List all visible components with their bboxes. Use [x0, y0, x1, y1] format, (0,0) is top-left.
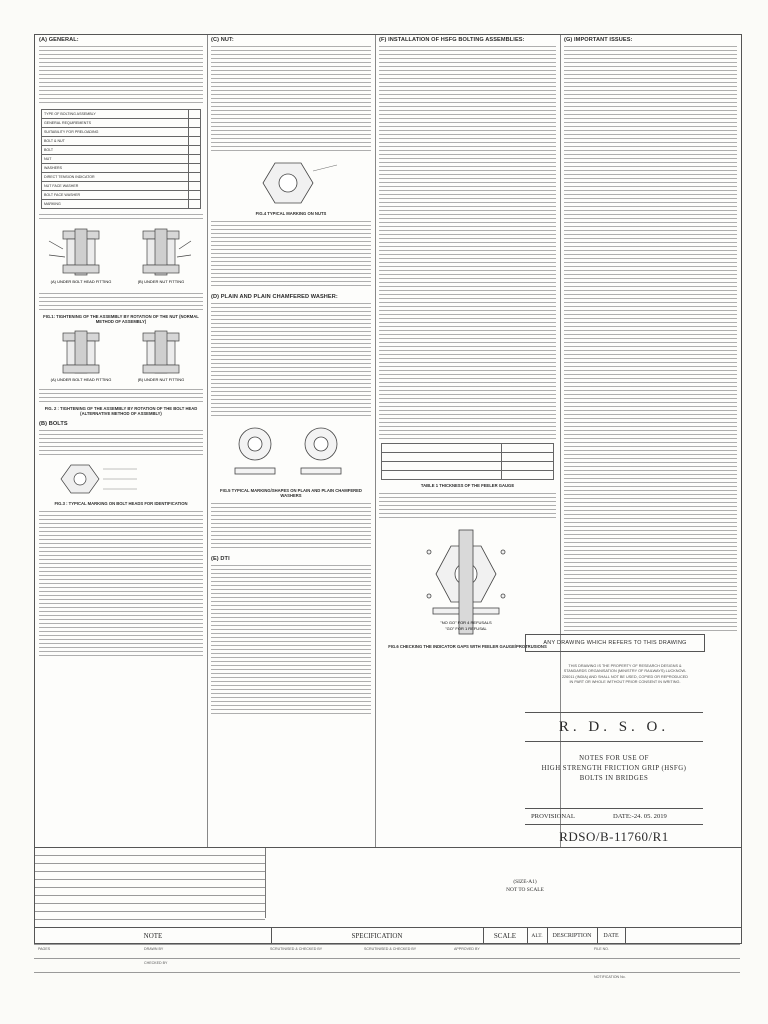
important-issues-text	[564, 44, 737, 634]
feeler-no-go-label: "NO GO" FOR 4 REFUSALS	[440, 620, 492, 625]
section-heading-bolts: (B) BOLTS	[39, 421, 68, 427]
fig6-dti-gaps: "NO GO" FOR 4 REFUSALS "GO" FOR 1 REFUSA…	[381, 524, 554, 642]
fig6-caption: FIG.6 CHECKING THE INDICATOR GAPS WITH F…	[388, 644, 547, 649]
status-row: PROVISIONAL DATE:-24. 05. 2019	[525, 808, 703, 825]
washer-shapes-drawing	[234, 427, 342, 475]
scale-label: SCALE	[483, 928, 528, 944]
bolts-notes-text	[39, 428, 203, 456]
scale-note: NOT TO SCALE	[506, 887, 544, 893]
dti-gap-drawing: "NO GO" FOR 4 REFUSALS "GO" FOR 1 REFUSA…	[426, 529, 506, 635]
reference-warning: ANY DRAWING WHICH REFERS TO THIS DRAWING	[525, 634, 705, 652]
section-heading-washer: (D) PLAIN AND PLAIN CHAMFERED WASHER:	[211, 294, 338, 300]
fig-label-under-bolt-head: (A) UNDER BOLT HEAD FITTING	[51, 377, 112, 382]
size-note: (SIZE-A1) NOT TO SCALE	[495, 878, 555, 894]
table-cell: BOLT FACE WASHER	[41, 190, 189, 200]
washer-notes-continued	[211, 501, 371, 551]
fig2-key-text	[39, 387, 203, 403]
description-label: DESCRIPTION	[547, 928, 598, 944]
checked-by-label: CHECKED BY	[144, 961, 168, 965]
bolt-head-marking-drawing	[60, 464, 137, 494]
scrutinised-label: SCRUTINISED & CHECKED BY	[270, 947, 323, 951]
section-heading-general: (A) GENERAL:	[39, 37, 79, 43]
section-heading-dti: (E) DTI	[211, 556, 230, 562]
nut-notes-text	[211, 44, 371, 154]
fig4-caption: FIG.4 TYPICAL MARKING ON NUTS	[255, 211, 327, 216]
installation-notes-text	[379, 44, 556, 440]
table-cell: DIRECT TENSION INDICATOR	[41, 172, 189, 182]
fig2-bolt-assemblies: (A) UNDER BOLT HEAD FITTING (B) UNDER NU…	[41, 327, 201, 385]
note-label: NOTE	[35, 928, 272, 944]
fig1-key-text	[39, 291, 203, 311]
table-cell: NUT	[41, 154, 189, 164]
drawing-title: NOTES FOR USE OF HIGH STRENGTH FRICTION …	[525, 754, 703, 784]
fig1-bolt-assemblies: (A) UNDER BOLT HEAD FITTING (B) UNDER NU…	[41, 225, 201, 289]
table-footnote-text	[39, 212, 203, 222]
pages-label: PAGES	[38, 947, 51, 951]
date-label: DATE	[597, 928, 626, 944]
fig-label-under-bolt-head: (A) UNDER BOLT HEAD FITTING	[51, 279, 112, 284]
bolt-assembly-drawing-alt: (A) UNDER BOLT HEAD FITTING (B) UNDER NU…	[51, 330, 185, 382]
alt-label: ALT.	[527, 928, 548, 944]
column-nut-washer-dti: (C) NUT: FIG.4 TYPICAL MARKING ON NUTS (…	[207, 35, 376, 847]
section-heading-important-issues: (G) IMPORTANT ISSUES:	[564, 37, 633, 43]
table-cell: NUT FACE WASHER	[41, 181, 189, 191]
revision-and-labels-strip: (SIZE-A1) NOT TO SCALE NOTE SPECIFICATIO…	[35, 847, 741, 944]
fig3-caption: FIG.3 : TYPICAL MARKING ON BOLT HEADS FO…	[54, 501, 188, 506]
property-note: THIS DRAWING IS THE PROPERTY OF RESEARCH…	[561, 664, 689, 685]
drawn-by-label: DRAWN BY	[144, 947, 164, 951]
bolt-assembly-drawing: (A) UNDER BOLT HEAD FITTING (B) UNDER NU…	[48, 228, 192, 284]
bolts-notes-continued	[39, 509, 203, 659]
fig4-nut-marking	[213, 157, 369, 209]
drawing-sheet: (A) GENERAL: TYPE OF BOLTING ASSEMBLY GE…	[34, 34, 742, 944]
fig3-bolt-head-marking	[41, 459, 201, 499]
feeler-go-label: "GO" FOR 1 REFUSAL	[445, 626, 487, 631]
scrutinised-label-2: SCRUTINISED & CHECKED BY	[364, 947, 417, 951]
notification-label: NOTIFICATION No.	[594, 975, 626, 979]
nut-notes-continued	[211, 219, 371, 289]
table-cell: BOLT & NUT	[41, 136, 189, 146]
table-cell: BOLT	[41, 145, 189, 155]
bottom-label-row: NOTE SPECIFICATION SCALE ALT. DESCRIPTIO…	[35, 927, 741, 944]
washer-notes-text	[211, 301, 371, 419]
section-heading-installation: (F) INSTALLATION OF HSFG BOLTING ASSEMBL…	[379, 37, 525, 43]
date-value: DATE:-24. 05. 2019	[613, 813, 667, 820]
column-general-bolts: (A) GENERAL: TYPE OF BOLTING ASSEMBLY GE…	[35, 35, 208, 847]
fig5-washer-shapes	[213, 422, 369, 486]
signature-strip: PAGES DRAWN BY CHECKED BY SCRUTINISED & …	[34, 944, 740, 986]
feeler-gauge-table	[380, 443, 554, 480]
table-cell: GENERAL REQUIREMENTS	[41, 118, 189, 128]
size-label: (SIZE-A1)	[513, 879, 537, 885]
bolting-assembly-table: TYPE OF BOLTING ASSEMBLY GENERAL REQUIRE…	[41, 109, 202, 209]
revision-table	[35, 848, 266, 928]
section-heading-nut: (C) NUT:	[211, 37, 234, 43]
specification-label: SPECIFICATION	[271, 928, 484, 944]
title-line: HIGH STRENGTH FRICTION GRIP (HSFG)	[541, 765, 687, 772]
feeler-gauge-notes	[379, 491, 556, 521]
title-line: BOLTS IN BRIDGES	[579, 775, 649, 782]
title-line: NOTES FOR USE OF	[579, 755, 649, 762]
nut-marking-drawing	[262, 162, 338, 204]
organisation-name: R. D. S. O.	[525, 712, 703, 742]
dti-notes-text	[211, 563, 371, 715]
file-no-label: FILE NO.	[594, 947, 609, 951]
table-cell: SUITABILITY FOR PRELOADING	[41, 127, 189, 137]
fig-label-under-nut: (B) UNDER NUT FITTING	[138, 377, 185, 382]
column-important-issues: (G) IMPORTANT ISSUES:	[560, 35, 741, 847]
approved-by-label: APPROVED BY	[454, 947, 480, 951]
fig1-caption: FIG.1: TIGHTENING OF THE ASSEMBLY BY ROT…	[43, 314, 199, 324]
column-installation: (F) INSTALLATION OF HSFG BOLTING ASSEMBL…	[375, 35, 561, 847]
drawing-number: RDSO/B-11760/R1	[525, 824, 703, 849]
fig2-caption: FIG. 2 : TIGHTENING OF THE ASSEMBLY BY R…	[44, 406, 198, 416]
fig5-caption: FIG.5 TYPICAL MARKING/SHAPES ON PLAIN AN…	[220, 488, 362, 498]
table-cell: TYPE OF BOLTING ASSEMBLY	[41, 109, 189, 119]
table-cell: WASHERS	[41, 163, 189, 173]
fig-label-under-nut: (B) UNDER NUT FITTING	[138, 279, 185, 284]
table-cell: MARKING	[41, 199, 189, 209]
table1-caption: TABLE 1 THICKNESS OF THE FEELER GAUGE	[420, 483, 515, 488]
status-label: PROVISIONAL	[531, 813, 575, 820]
general-notes-text	[39, 44, 203, 106]
